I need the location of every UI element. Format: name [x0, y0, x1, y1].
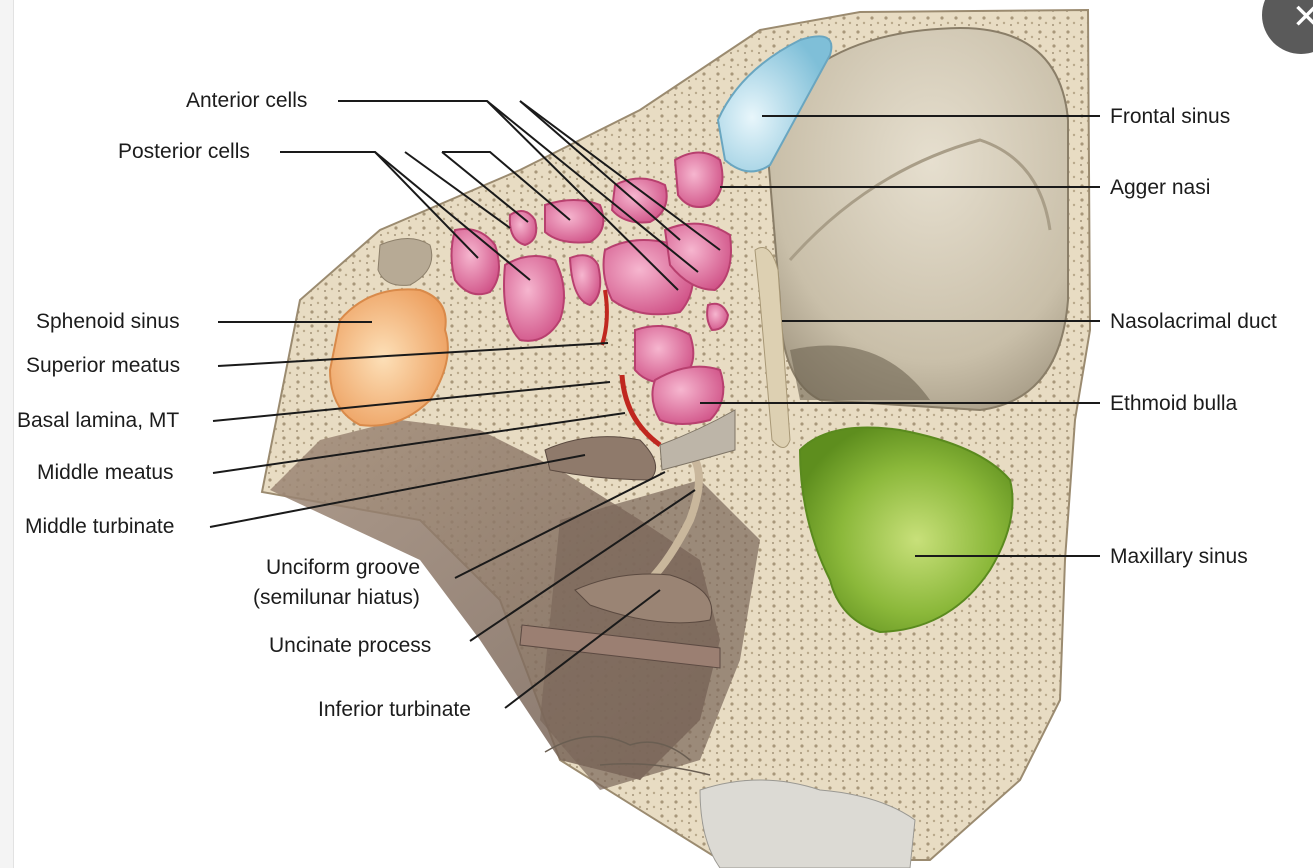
label-uncinate-process: Uncinate process: [269, 634, 431, 658]
label-inferior-turbinate: Inferior turbinate: [318, 698, 471, 722]
label-middle-meatus: Middle meatus: [37, 461, 174, 485]
label-ethmoid-bulla: Ethmoid bulla: [1110, 392, 1237, 416]
label-semilunar-hiatus: (semilunar hiatus): [253, 586, 420, 610]
label-nasolacrimal-duct: Nasolacrimal duct: [1110, 310, 1277, 334]
label-anterior-cells: Anterior cells: [186, 89, 307, 113]
label-basal-lamina: Basal lamina, MT: [17, 409, 179, 433]
label-middle-turbinate: Middle turbinate: [25, 515, 174, 539]
close-icon[interactable]: ✕: [1292, 0, 1313, 34]
label-maxillary-sinus: Maxillary sinus: [1110, 545, 1248, 569]
label-superior-meatus: Superior meatus: [26, 354, 180, 378]
label-posterior-cells: Posterior cells: [118, 140, 250, 164]
label-agger-nasi: Agger nasi: [1110, 176, 1210, 200]
label-sphenoid-sinus: Sphenoid sinus: [36, 310, 180, 334]
label-frontal-sinus: Frontal sinus: [1110, 105, 1230, 129]
label-unciform-groove: Unciform groove: [266, 556, 420, 580]
